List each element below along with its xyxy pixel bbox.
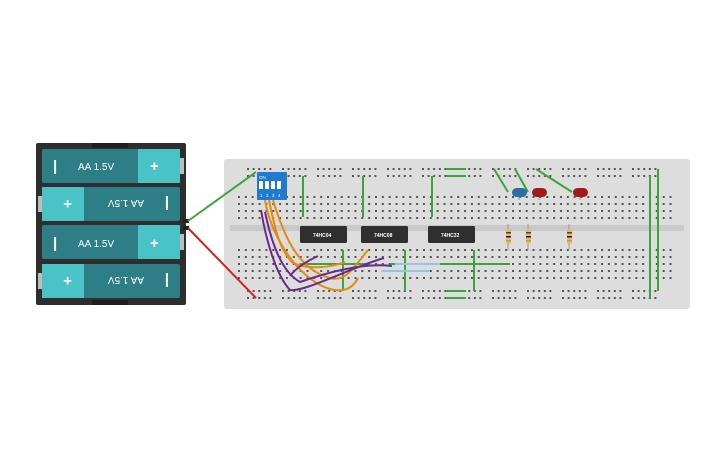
battery-pack[interactable]: | AA 1.5V + | AA 1.5V + | AA 1.5V + bbox=[36, 143, 189, 305]
dip-position-label: 3 bbox=[272, 193, 275, 198]
chip-74hc32[interactable]: 74HC32 bbox=[428, 226, 475, 243]
dip-position-label: 1 bbox=[260, 193, 263, 198]
minus-sign: | bbox=[165, 272, 169, 289]
battery-wire-positive[interactable] bbox=[187, 171, 257, 222]
battery-label: AA 1.5V bbox=[108, 197, 144, 208]
dip-position-label: 4 bbox=[278, 193, 281, 198]
minus-sign: | bbox=[165, 195, 169, 212]
dip-switch[interactable]: ON 1 2 3 4 bbox=[257, 172, 287, 200]
plus-sign: + bbox=[150, 235, 159, 252]
lightblue-jumpers[interactable] bbox=[382, 263, 440, 272]
purple-wires[interactable] bbox=[260, 209, 393, 292]
led-blue[interactable] bbox=[512, 188, 527, 200]
battery-cell-4: | AA 1.5V + bbox=[38, 264, 180, 298]
battery-label: AA 1.5V bbox=[78, 239, 114, 250]
minus-sign: | bbox=[53, 235, 57, 252]
plus-sign: + bbox=[150, 158, 159, 175]
chip-74hc08[interactable]: 74HC08 bbox=[361, 226, 408, 243]
battery-wire-negative[interactable] bbox=[187, 227, 257, 299]
dip-position-label: 2 bbox=[266, 193, 269, 198]
minus-sign: | bbox=[53, 158, 57, 175]
chip-label: 74HC32 bbox=[441, 233, 460, 239]
led-red-2[interactable] bbox=[573, 188, 588, 200]
dip-on-label: ON bbox=[259, 175, 266, 180]
battery-cell-1: | AA 1.5V + bbox=[42, 149, 184, 183]
battery-label: AA 1.5V bbox=[108, 274, 144, 285]
chip-label: 74HC08 bbox=[374, 233, 393, 239]
resistor-3[interactable] bbox=[567, 224, 572, 250]
resistor-2[interactable] bbox=[526, 224, 531, 250]
battery-cell-2: | AA 1.5V + bbox=[38, 187, 180, 221]
battery-cell-3: | AA 1.5V + bbox=[42, 225, 184, 259]
led-red-1[interactable] bbox=[532, 188, 547, 200]
plus-sign: + bbox=[63, 195, 72, 212]
plus-sign: + bbox=[63, 272, 72, 289]
battery-label: AA 1.5V bbox=[78, 162, 114, 173]
chip-74hc04[interactable]: 74HC04 bbox=[300, 226, 347, 243]
chip-label: 74HC04 bbox=[313, 233, 332, 239]
resistor-1[interactable] bbox=[506, 224, 511, 250]
